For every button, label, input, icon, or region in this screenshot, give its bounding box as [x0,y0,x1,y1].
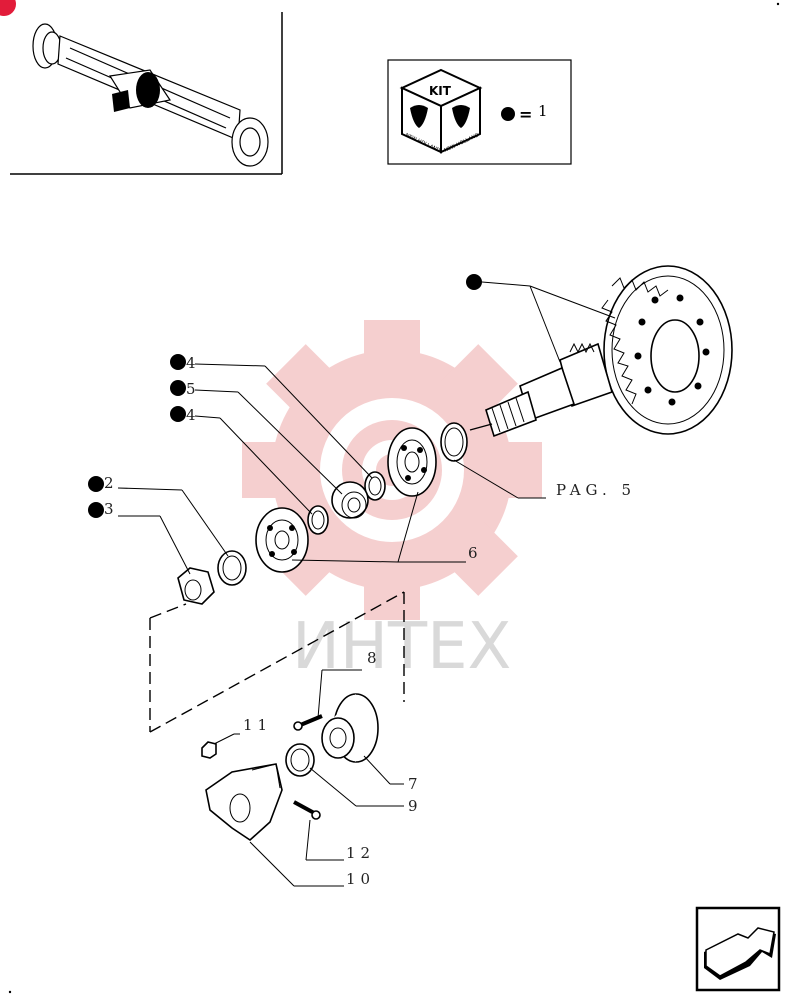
axle-thumbnail-icon[interactable] [10,12,283,175]
callout-10: 10 [346,870,375,888]
assembly-dashed-frame [149,591,405,733]
leader-lines [117,281,616,887]
ring-gear-pinion-part [469,265,733,438]
callout-pag5[interactable]: PAG. 5 [556,481,636,499]
corner-dot [776,2,780,6]
watermark-text: ИНТЕХ [292,610,511,684]
callout-6: 6 [468,544,483,562]
callout-12: 12 [346,844,375,862]
kit-box-icon [399,68,483,154]
next-page-arrow-icon[interactable] [695,906,781,992]
kit-legend-value: 1 [538,102,548,120]
spacer-ring-2-part [307,505,329,535]
lock-nut-part [177,567,215,605]
callout-4a: 4 [186,354,201,372]
kit-equals: = [519,105,532,124]
yoke-part [205,763,283,842]
callout-9: 9 [408,797,423,815]
kit-title: KIT [429,84,452,98]
collar-sleeve-part [331,481,369,519]
flange-part [321,693,379,763]
callout-5: 5 [186,380,201,398]
callout-3: 3 [104,500,119,518]
bearing-large-part [387,427,437,497]
circlip-part [217,550,247,586]
page-badge-icon [0,0,16,16]
nut-11-part [201,741,217,759]
callout-4b: 4 [186,406,201,424]
kit-marker-dots [88,274,482,518]
seal-ring-part [285,743,315,777]
callout-7: 7 [408,775,423,793]
spacer-ring-part [364,471,386,501]
kit-dot-icon [501,107,515,121]
callout-2: 2 [104,474,119,492]
bearing-small-part [255,507,309,573]
callout-11: 11 [243,716,272,734]
corner-dot-2 [8,990,12,994]
callout-8: 8 [367,649,382,667]
